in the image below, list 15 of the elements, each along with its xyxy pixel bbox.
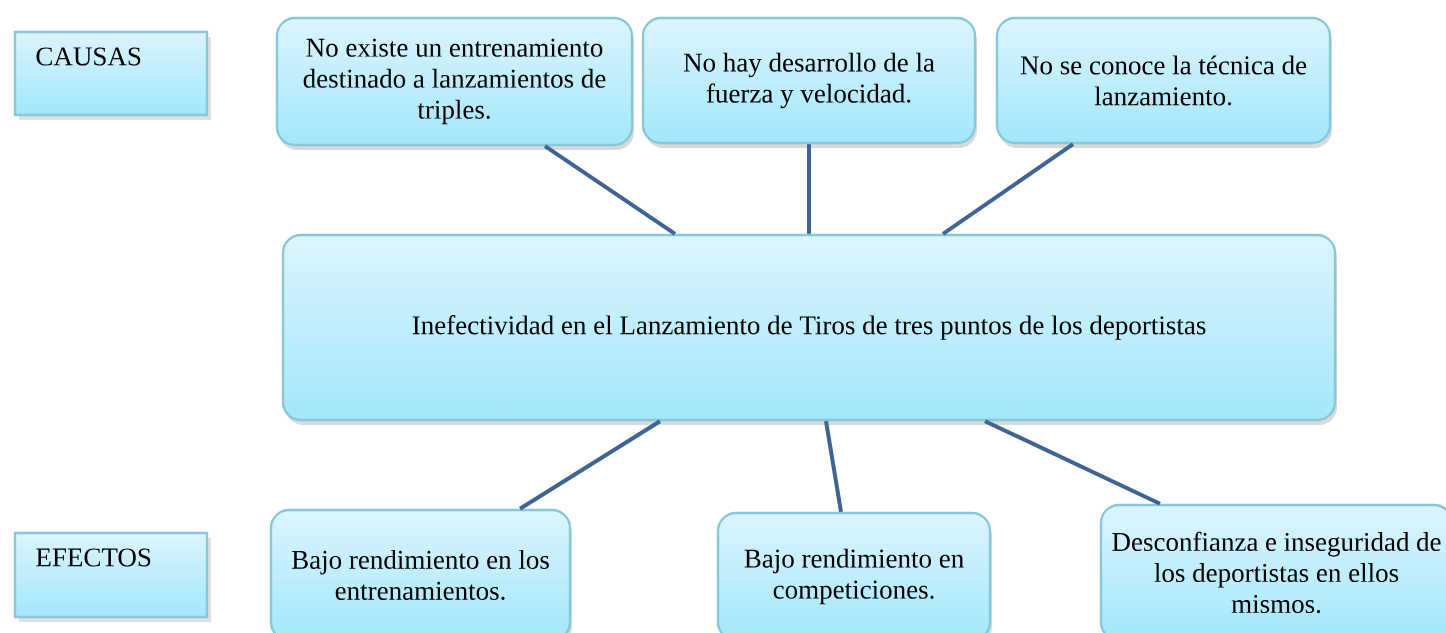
connector-line — [984, 419, 1161, 506]
text-box: No se conoce la técnica de lanzamiento. — [995, 16, 1332, 148]
text-box: Bajo rendimiento en competiciones. — [716, 511, 992, 633]
text-box: No existe un entrenamiento destinado a lanzamientos de triples. — [275, 16, 634, 150]
connector-line — [824, 420, 843, 513]
text-box: Desconfianza e inseguridad de los deportistas en ellos mismos. — [1099, 503, 1446, 633]
text-box: Inefectividad en el Lanzamiento de Tiros de tres puntos de los deportistas — [281, 233, 1337, 425]
connector-line — [543, 144, 677, 236]
connector-line — [518, 419, 662, 511]
connector-line — [807, 144, 811, 234]
text-box: Bajo rendimiento en los entrenamientos. — [269, 508, 572, 633]
section-label: EFECTOS — [13, 531, 211, 622]
text-box: No hay desarrollo de la fuerza y velocidad. — [641, 16, 977, 148]
section-label: CAUSAS — [13, 30, 211, 120]
connector-line — [941, 142, 1075, 236]
